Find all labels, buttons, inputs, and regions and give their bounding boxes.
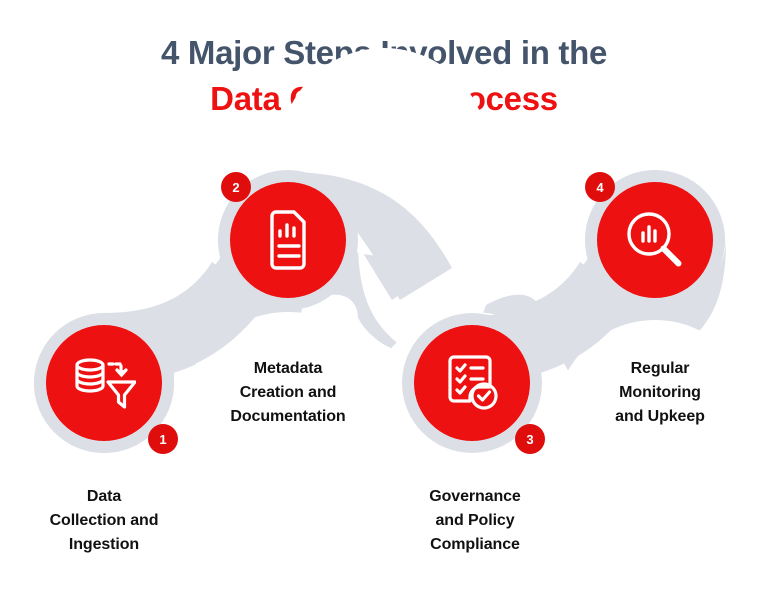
caption-3-line-3: Compliance [430,536,520,553]
step-node-2[interactable] [230,182,346,298]
step-badge-1: 1 [148,424,178,454]
caption-4-line-2: Monitoring [619,384,701,401]
ribbon-cutout-lower-1 [180,312,396,528]
step-node-3[interactable] [414,325,530,441]
caption-3-line-2: and Policy [435,512,515,529]
step-caption-1: Data Collection and Ingestion [14,485,194,557]
caption-2-line-3: Documentation [230,408,346,425]
caption-2-line-2: Creation and [239,384,337,401]
caption-4-line-1: Regular [630,360,690,377]
database-funnel-icon [75,358,136,409]
magnifier-bar-chart-icon [627,212,682,267]
ribbon-band-2-3b [288,172,452,300]
caption-2-line-1: Metadata [253,360,323,377]
step-node-1[interactable] [46,325,162,441]
caption-1-line-1: Data [86,488,122,505]
step-node-4[interactable] [597,182,713,298]
caption-1-line-2: Collection and [49,512,159,529]
step-badge-3: 3 [515,424,545,454]
ribbon-cutout-upper-1 [8,84,200,276]
step-badge-4: 4 [585,172,615,202]
ribbon-cutout-lower-3 [555,320,755,520]
checklist-check-circle-icon [448,355,498,410]
caption-1-line-3: Ingestion [68,536,140,553]
caption-4-line-3: and Upkeep [615,408,705,425]
caption-3-line-1: Governance [429,488,521,505]
document-bar-chart-icon [270,210,306,270]
step-badge-2: 2 [221,172,251,202]
step-caption-3: Governance and Policy Compliance [385,485,565,557]
step-caption-2: Metadata Creation and Documentation [198,357,378,429]
step-caption-4: Regular Monitoring and Upkeep [570,357,750,429]
